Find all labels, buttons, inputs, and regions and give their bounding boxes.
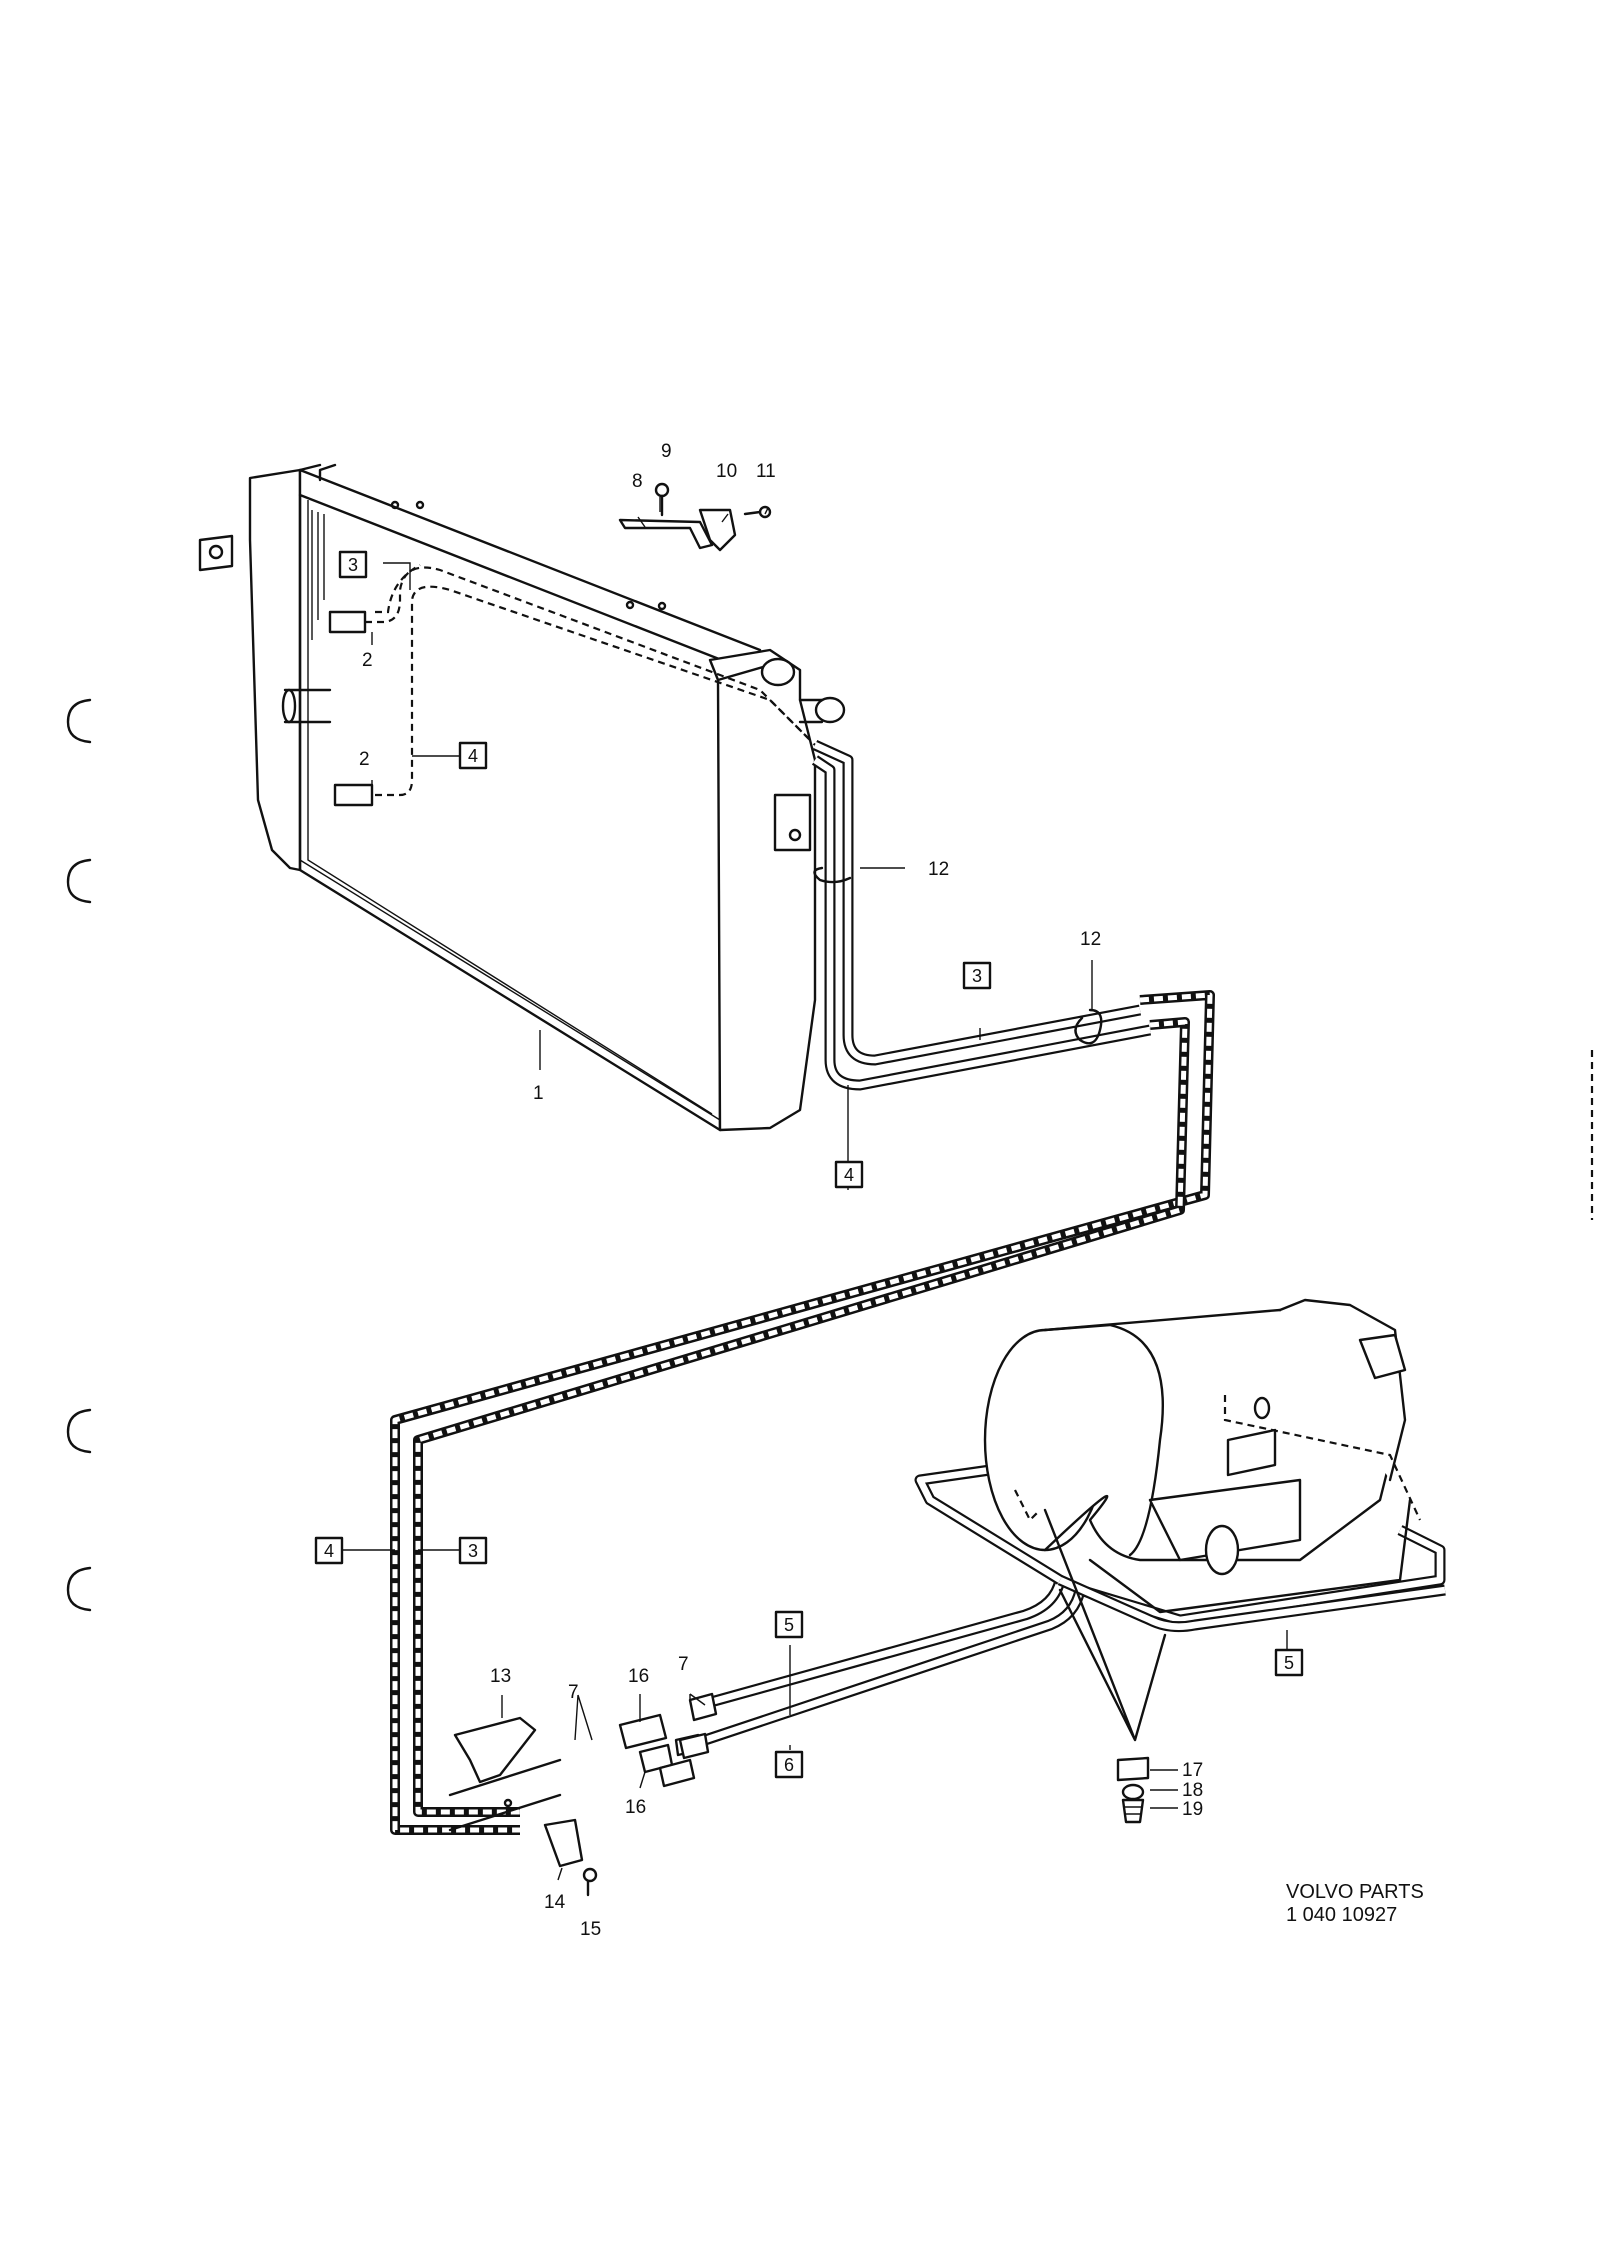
callout-18: 18 (1182, 1780, 1203, 1801)
callout-1: 1 (533, 1083, 544, 1104)
callout-16-lower: 16 (625, 1797, 646, 1818)
callout-7-left: 7 (568, 1682, 579, 1703)
oil-pipes-radiator (811, 739, 1152, 1091)
callout-13: 13 (490, 1666, 511, 1687)
part-number: VOLVO PARTS 1 040 10927 (1286, 1881, 1424, 1926)
callout-10: 10 (716, 461, 737, 482)
box-5-pipe: 5 (784, 1615, 794, 1635)
box-4-pipe: 4 (844, 1165, 854, 1185)
callout-8: 8 (632, 471, 643, 492)
bracket-assembly (618, 482, 772, 552)
transmission (983, 1298, 1421, 1614)
oil-pipes-transmission (688, 1464, 1446, 1751)
part-number-line1: VOLVO PARTS (1286, 1881, 1424, 1903)
box-5-trans-frame (1274, 1648, 1304, 1677)
box-6-pipe: 6 (784, 1755, 794, 1775)
callout-2-upper: 2 (362, 650, 373, 671)
box-3-lower: 3 (468, 1541, 478, 1561)
oil-pipes-long-run (390, 990, 1215, 1835)
callout-14: 14 (544, 1892, 566, 1913)
core-hatching (311, 510, 325, 640)
callout-12-lower: 12 (1080, 929, 1101, 950)
callout-7-right: 7 (678, 1654, 689, 1675)
callout-17: 17 (1182, 1760, 1203, 1781)
leader-lines (340, 497, 1288, 1881)
radiator (198, 463, 846, 1132)
box-5-trans: 5 (1284, 1653, 1294, 1673)
callout-12-upper: 12 (928, 859, 949, 880)
box-4-lower: 4 (324, 1541, 334, 1561)
callout-15: 15 (580, 1919, 601, 1940)
callouts: 2 2 1 8 9 10 11 12 12 13 7 7 16 16 14 15… (359, 441, 1203, 1940)
callout-16-upper: 16 (628, 1666, 649, 1687)
clamp-assembly (448, 1716, 598, 1897)
box-4-radiator-frame (458, 741, 488, 770)
callout-2-lower: 2 (359, 749, 370, 770)
part-number-line2: 1 040 10927 (1286, 1904, 1397, 1926)
box-4-pipe-frame (834, 1160, 864, 1189)
box-3-radiator-frame (338, 550, 368, 579)
box-3-pipe: 3 (972, 966, 982, 986)
box-4-lower-frame (314, 1536, 344, 1565)
callout-19: 19 (1182, 1799, 1203, 1820)
box-3-radiator: 3 (348, 555, 358, 575)
callout-11: 11 (756, 461, 776, 482)
box-5-pipe-frame (774, 1610, 804, 1639)
boxed-refs: 3 4 3 4 4 3 5 6 5 (314, 550, 1304, 1779)
box-6-pipe-frame (774, 1750, 804, 1779)
box-4-radiator: 4 (468, 746, 478, 766)
binder-marks (66, 698, 92, 1612)
fittings-lower (618, 1692, 1150, 1824)
box-3-lower-frame (458, 1536, 488, 1565)
callout-9: 9 (661, 441, 672, 462)
box-3-pipe-frame (962, 961, 992, 990)
